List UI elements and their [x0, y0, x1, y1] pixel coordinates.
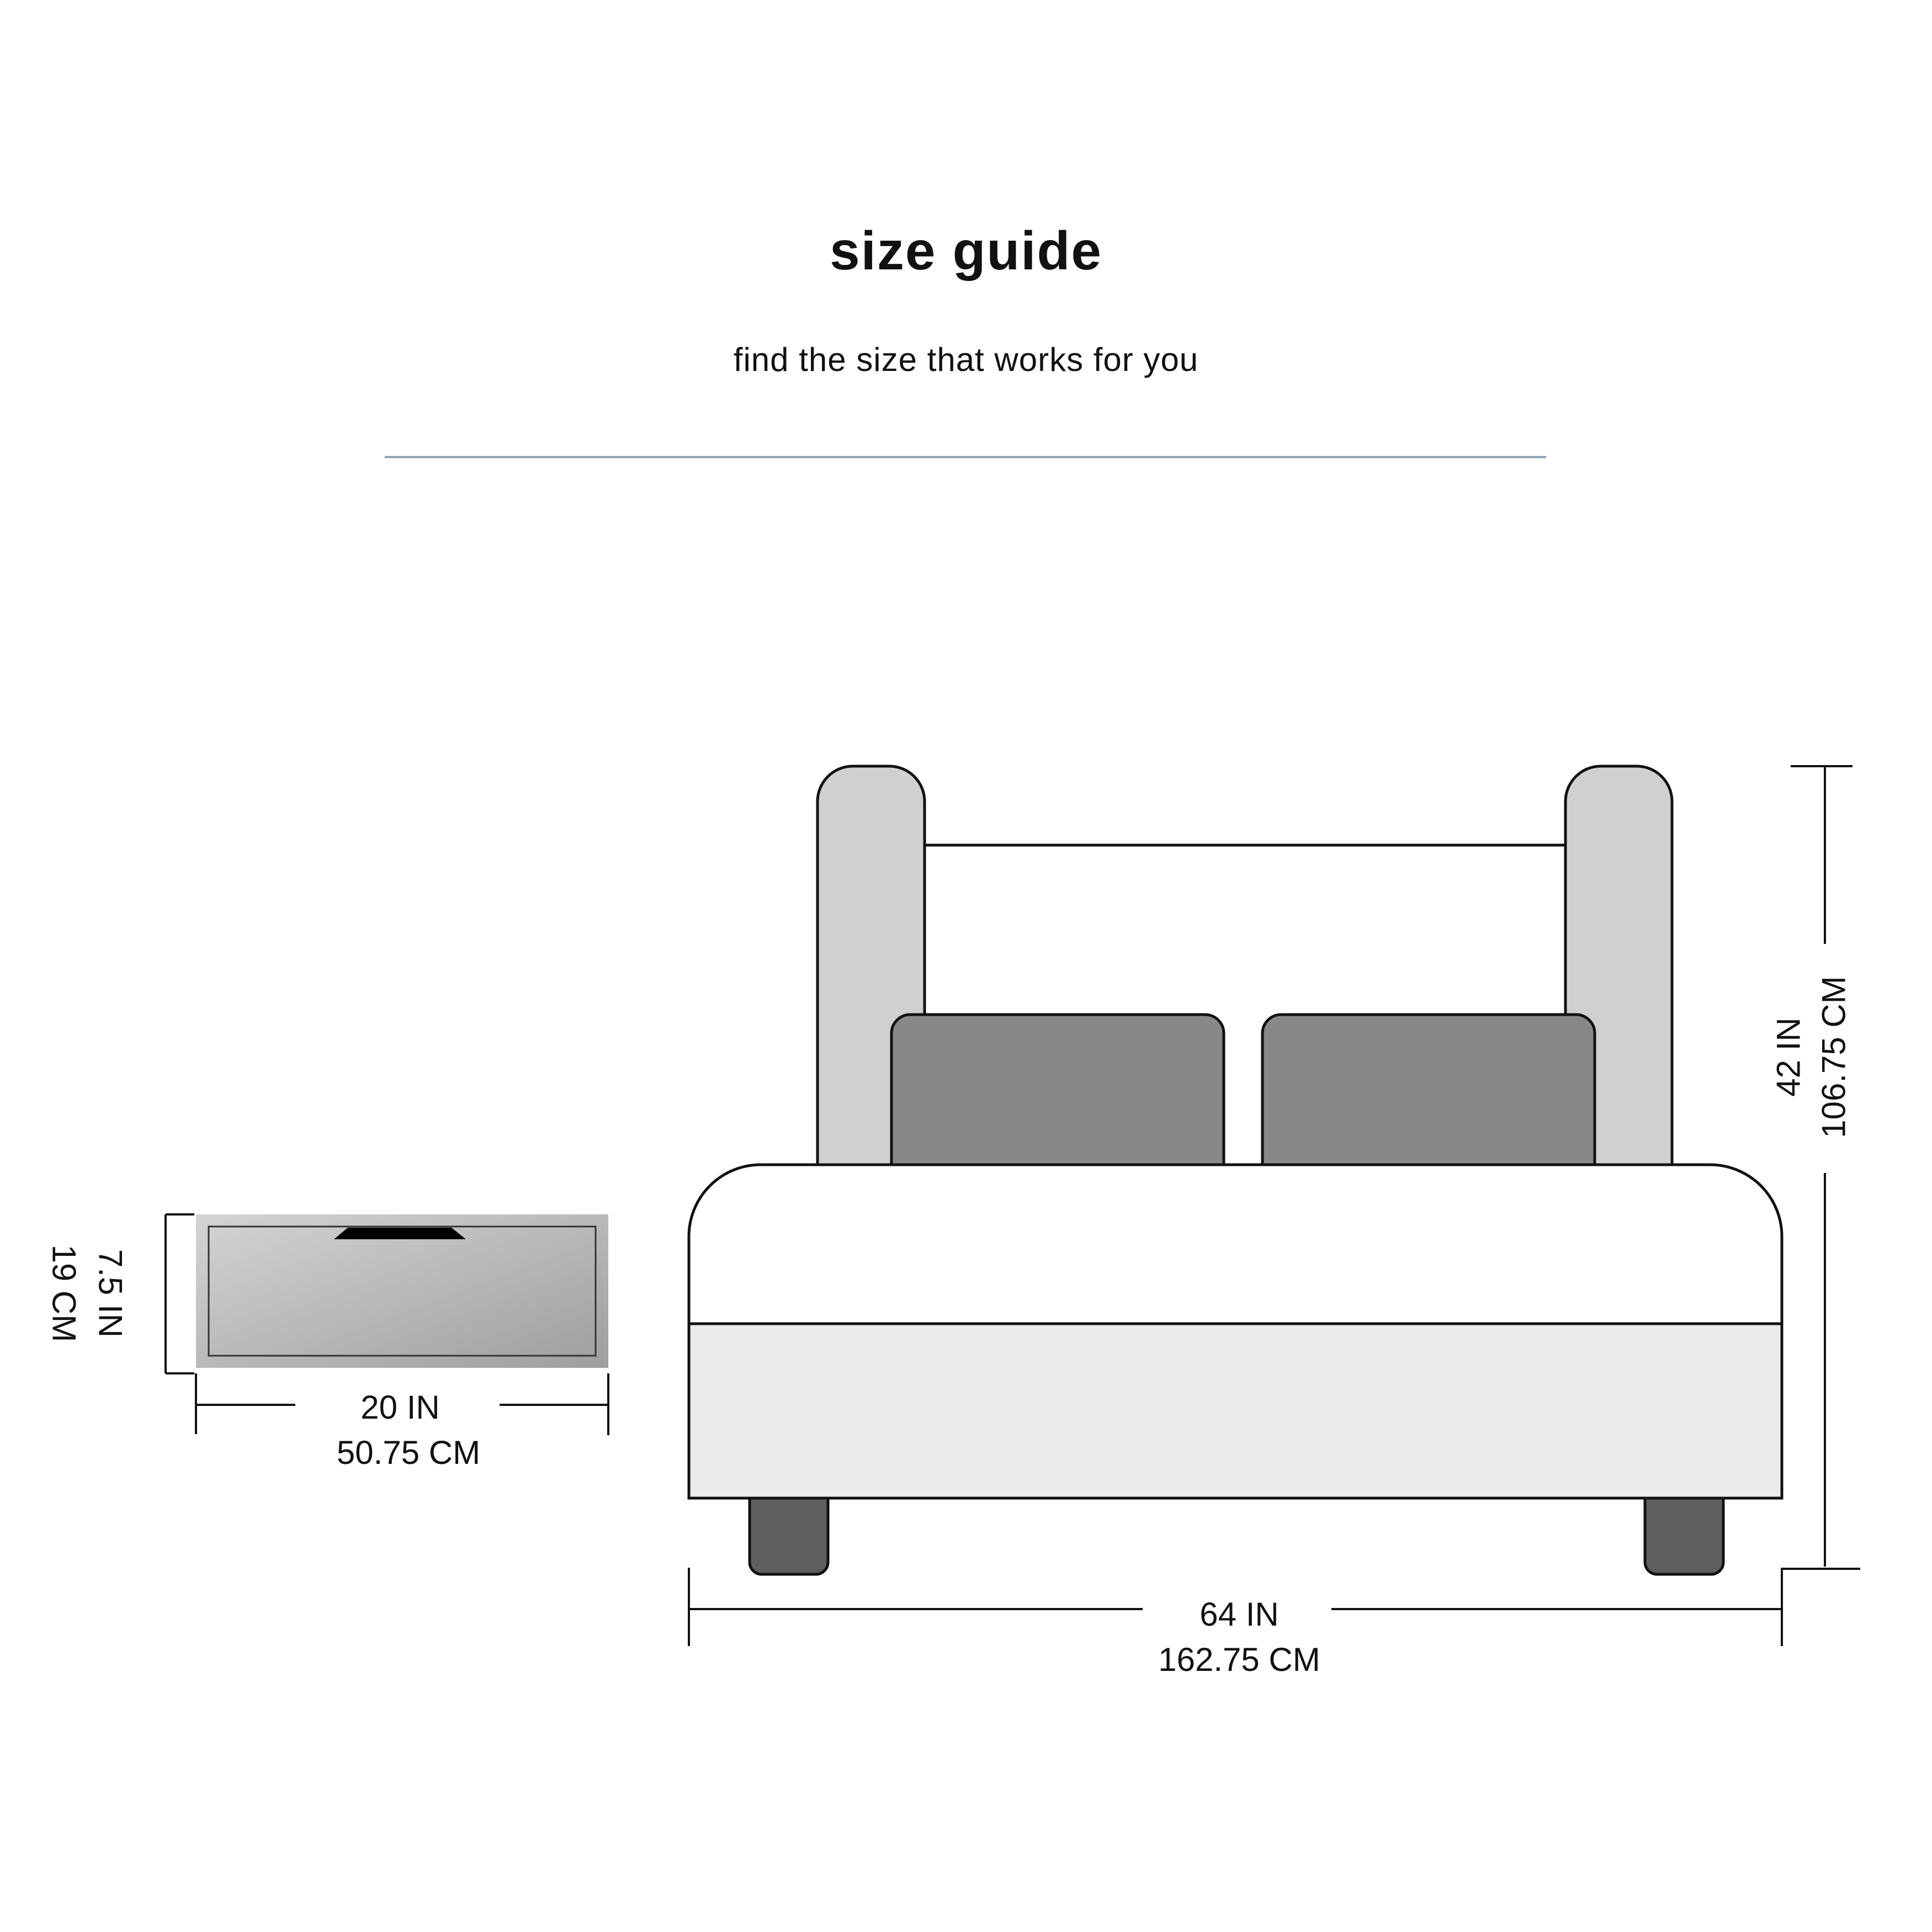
page-subtitle: find the size that works for you — [733, 341, 1199, 378]
drawer-width-in: 20 IN — [360, 1389, 439, 1426]
bed-height-label: 42 IN 106.75 CM — [1770, 976, 1853, 1138]
drawer-handle-icon — [334, 1228, 466, 1239]
bed-illustration — [687, 765, 1784, 1576]
bed-leg-right — [1643, 1496, 1725, 1576]
bed-height-in: 42 IN — [1770, 1017, 1807, 1096]
drawer-inner-panel — [208, 1225, 597, 1357]
bed-width-cm: 162.75 CM — [1158, 1641, 1320, 1678]
drawer-body — [196, 1214, 608, 1368]
drawer-height-dimension — [164, 1213, 194, 1374]
drawer-height-label: 7.5 IN 19 CM — [46, 1245, 129, 1342]
page-title: size guide — [830, 220, 1102, 281]
drawer-height-cm: 19 CM — [46, 1245, 83, 1342]
header-divider — [385, 456, 1546, 458]
bed-height-tick-bottom — [1781, 1568, 1860, 1609]
bed-width-dimension — [688, 1568, 1783, 1646]
bed-height-dimension — [1781, 765, 1860, 1609]
bed-base — [687, 1322, 1784, 1500]
pillow-right — [1261, 1013, 1596, 1166]
drawer-width-cm: 50.75 CM — [337, 1434, 480, 1471]
drawer-width-dimension — [195, 1373, 609, 1435]
drawer-height-in: 7.5 IN — [92, 1249, 129, 1337]
pillow-left — [890, 1013, 1225, 1166]
mattress — [687, 1163, 1784, 1325]
bed-height-cm: 106.75 CM — [1816, 976, 1853, 1138]
storage-drawer-illustration — [196, 1214, 608, 1368]
bed-leg-left — [748, 1496, 830, 1576]
bed-width-in: 64 IN — [1199, 1596, 1278, 1633]
